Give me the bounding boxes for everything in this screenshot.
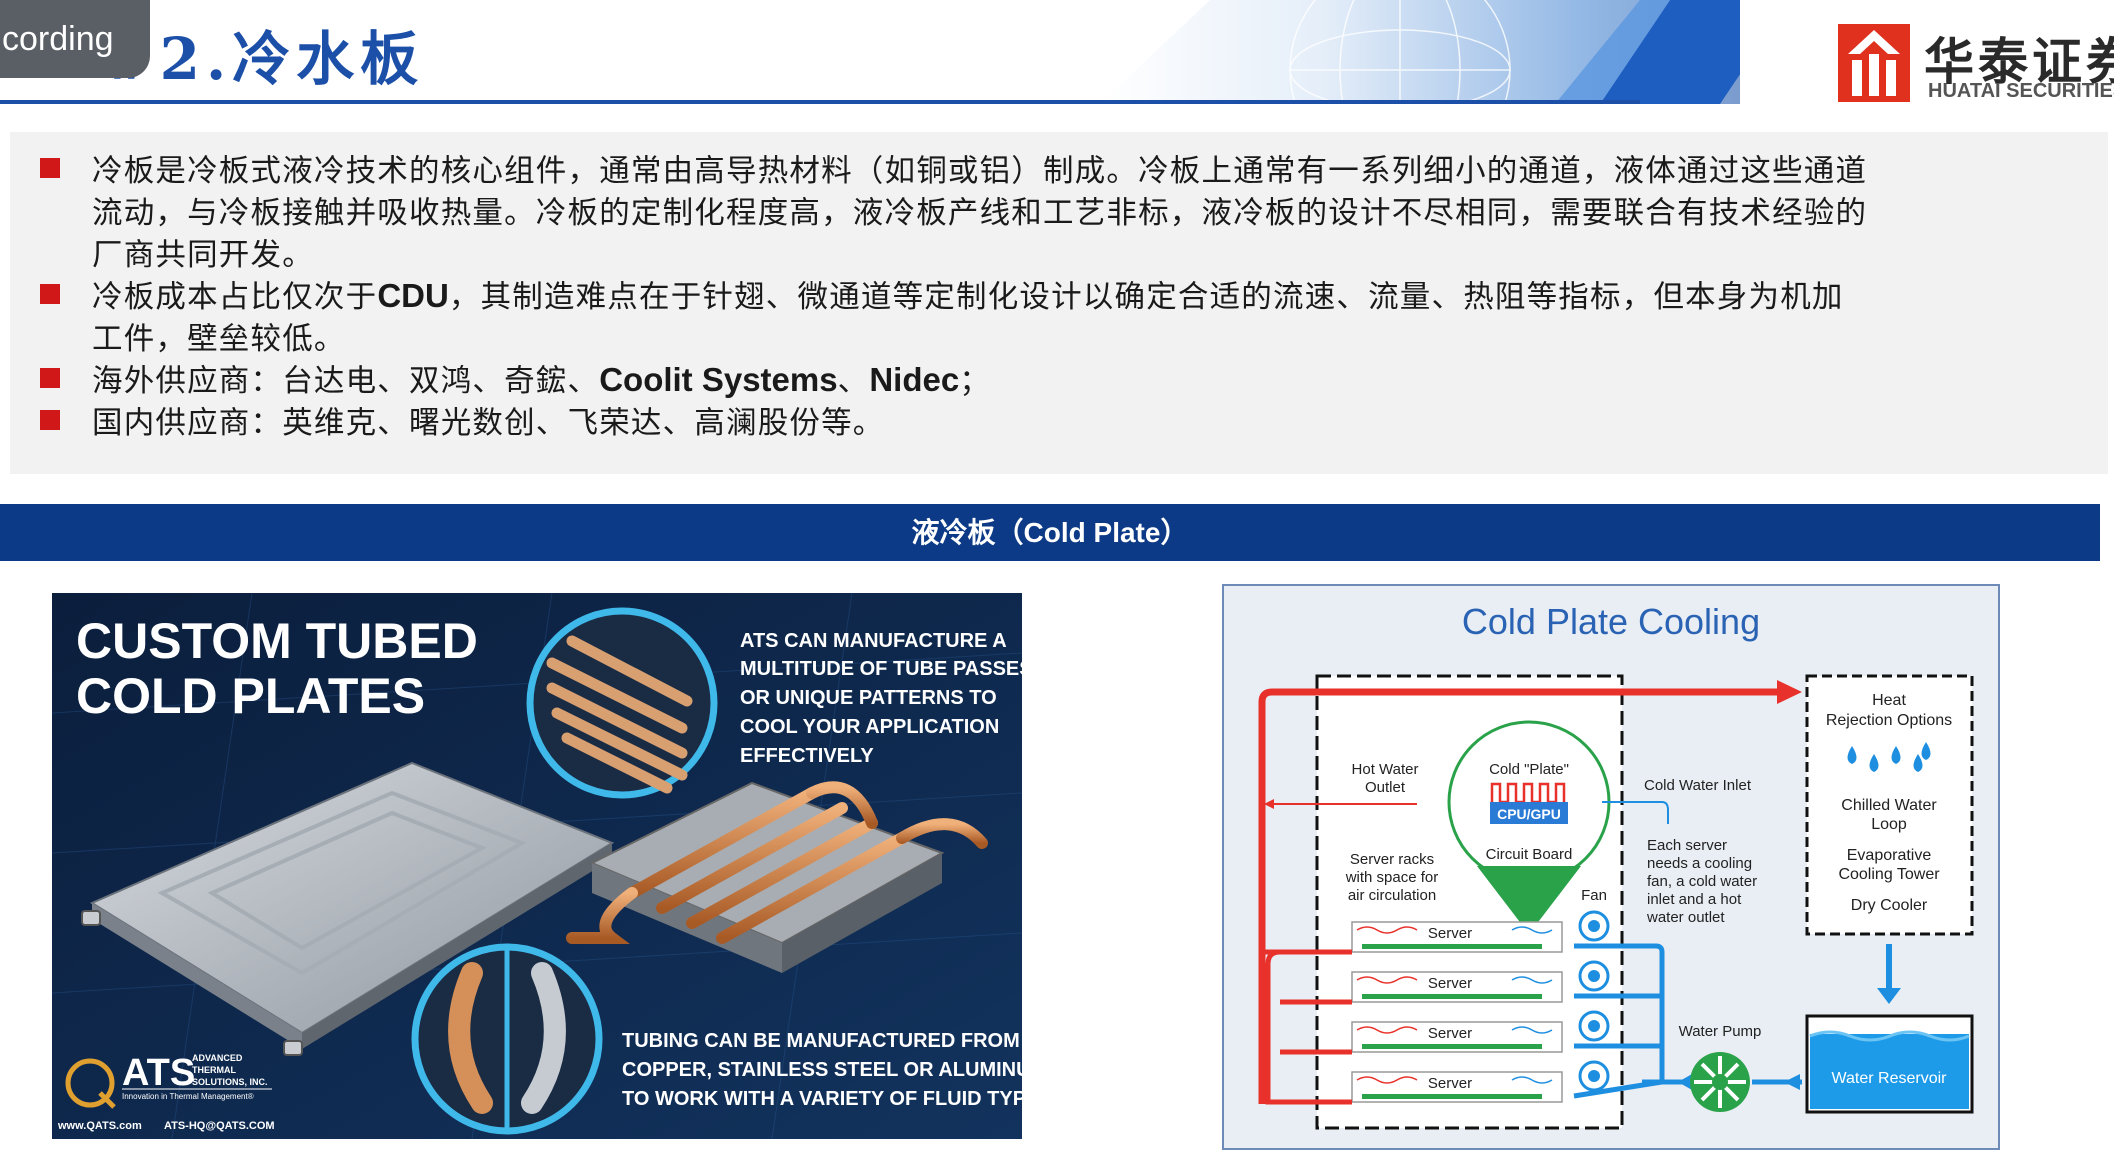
server-row: Server (1351, 921, 1563, 953)
diagram-title: Cold Plate Cooling (1462, 601, 1760, 642)
huatai-logo-icon (1838, 24, 1910, 102)
section-label-cn: 液冷板（ (911, 516, 1024, 549)
bullet-panel: 冷板是冷板式液冷技术的核心组件，通常由高导热材料（如铜或铝）制成。冷板上通常有一… (10, 132, 2108, 474)
ats-cold-plate-image: CUSTOM TUBED COLD PLATES ATS CAN MANUFAC… (52, 593, 1022, 1139)
b3-coolit: Coolit Systems (599, 361, 838, 398)
ats-caption1-4: COOL YOUR APPLICATION (740, 716, 999, 738)
b3-sep: 、 (837, 364, 870, 399)
cold-plate-label: Cold "Plate" (1489, 761, 1569, 778)
heat-label-1: Heat (1872, 692, 1906, 709)
server-label: Server (1428, 1025, 1472, 1042)
bullet-2-line-2: 工件，壁垒较低。 (92, 322, 346, 357)
cold-plate-cooling-diagram: Cold Plate Cooling Heat Rejection Option… (1222, 584, 2000, 1150)
bullet-1-line-3: 厂商共同开发。 (92, 238, 314, 273)
fan-icon (1578, 1010, 1610, 1042)
heat-label-2: Rejection Options (1826, 712, 1952, 729)
server-row: Server (1351, 1071, 1563, 1103)
ats-headline-2: COLD PLATES (76, 668, 425, 724)
cold-inlet-label: Cold Water Inlet (1644, 777, 1752, 794)
ats-caption1-3: OR UNIQUE PATTERNS TO (740, 687, 997, 709)
brand-name-cn: 华泰证券 (1924, 33, 2114, 91)
server-row: Server (1351, 971, 1563, 1003)
circuit-board-label: Circuit Board (1486, 846, 1573, 863)
ats-logo-sub1: ADVANCED (192, 1053, 243, 1063)
water-pump-icon (1690, 1052, 1750, 1112)
reservoir-label: Water Reservoir (1832, 1070, 1948, 1087)
ats-caption2-3: TO WORK WITH A VARIETY OF FLUID TYPES (622, 1088, 1022, 1110)
b3-nidec: Nidec (869, 361, 960, 398)
ats-caption1-5: EFFECTIVELY (740, 745, 874, 767)
server-label: Server (1428, 975, 1472, 992)
bullet-3-line: 海外供应商：台达电、双鸿、奇鋐、Coolit Systems、Nidec； (92, 356, 991, 400)
header (0, 0, 2114, 104)
racks-label-3: air circulation (1348, 887, 1436, 904)
section-bar: 液冷板（Cold Plate） (0, 504, 2100, 561)
section-label-end: ） (1160, 516, 1189, 549)
header-globe-art (1100, 0, 1740, 104)
racks-label-1: Server racks (1350, 851, 1434, 868)
each-label-1: Each server (1647, 837, 1727, 854)
bullet-1-line-1: 冷板是冷板式液冷技术的核心组件，通常由高导热材料（如铜或铝）制成。冷板上通常有一… (92, 154, 1868, 189)
b2-text-a: 冷板成本占比仅次于 (92, 280, 378, 315)
ats-caption2-1: TUBING CAN BE MANUFACTURED FROM (622, 1030, 1020, 1052)
each-label-2: needs a cooling (1647, 855, 1752, 872)
brand-name-en: HUATAI SECURITIES (1928, 80, 2114, 102)
page-title: #2.冷水板 (105, 12, 424, 96)
ats-logo-text: ATS (122, 1052, 195, 1094)
title-text: 冷水板 (232, 25, 425, 93)
b3-text-a: 海外供应商：台达电、双鸿、奇鋐、 (92, 364, 600, 399)
cpu-gpu-label: CPU/GPU (1497, 806, 1561, 822)
bullet-2-line-1: 冷板成本占比仅次于CDU，其制造难点在于针翅、微通道等定制化设计以确定合适的流速… (92, 272, 1844, 316)
chilled-label-1: Chilled Water (1841, 797, 1937, 814)
server-label: Server (1428, 925, 1472, 942)
fan-label: Fan (1581, 887, 1607, 904)
each-label-3: fan, a cold water (1647, 873, 1757, 890)
evap-label-2: Cooling Tower (1838, 866, 1940, 883)
bullet-marker (40, 368, 60, 388)
water-pump-label: Water Pump (1679, 1023, 1762, 1040)
ats-footer-web: www.QATS.com (57, 1120, 142, 1132)
evap-label-1: Evaporative (1847, 847, 1932, 864)
server-rack: Server Server Server Serve (1351, 921, 1563, 1103)
section-label-en: Cold Plate (1023, 517, 1161, 548)
each-label-5: water outlet (1646, 909, 1725, 926)
ats-q-logo-icon (65, 1058, 116, 1109)
bullet-marker (40, 284, 60, 304)
bullet-1-line-2: 流动，与冷板接触并吸收热量。冷板的定制化程度高，液冷板产线和工艺非标，液冷板的设… (92, 196, 1868, 231)
ats-logo-sub2: THERMAL (192, 1065, 236, 1075)
server-label: Server (1428, 1075, 1472, 1092)
hot-outlet-label-1: Hot Water (1352, 761, 1419, 778)
server-row: Server (1351, 1021, 1563, 1053)
b3-end: ； (959, 364, 991, 399)
b2-cdu: CDU (377, 277, 449, 314)
ats-caption1-1: ATS CAN MANUFACTURE A (740, 630, 1007, 652)
ats-caption1-2: MULTITUDE OF TUBE PASSES (740, 658, 1022, 680)
bullet-marker (40, 158, 60, 178)
ats-footer-mail: ATS-HQ@QATS.COM (164, 1120, 275, 1132)
fan-icon (1578, 1060, 1610, 1092)
dry-cooler-label: Dry Cooler (1851, 897, 1928, 914)
b2-text-c: ，其制造难点在于针翅、微通道等定制化设计以确定合适的流速、流量、热阻等指标，但本… (448, 280, 1844, 315)
recording-badge: cording (0, 0, 150, 78)
fan-icon (1578, 910, 1610, 942)
header-underline (0, 100, 1640, 104)
hot-outlet-label-2: Outlet (1365, 779, 1406, 796)
chilled-label-2: Loop (1871, 816, 1907, 833)
ats-headline-1: CUSTOM TUBED (76, 613, 478, 669)
water-drops-icon (1847, 742, 1931, 772)
ats-caption2-2: COPPER, STAINLESS STEEL OR ALUMINUM (622, 1059, 1022, 1081)
bullet-4-line: 国内供应商：英维克、曙光数创、飞荣达、高澜股份等。 (92, 406, 885, 441)
fan-icon (1578, 960, 1610, 992)
ats-logo-tag: Innovation in Thermal Management® (122, 1092, 254, 1101)
ats-logo-sub3: SOLUTIONS, INC. (192, 1077, 268, 1087)
racks-label-2: with space for (1345, 869, 1439, 886)
each-label-4: inlet and a hot (1647, 891, 1742, 908)
bullet-marker (40, 410, 60, 430)
